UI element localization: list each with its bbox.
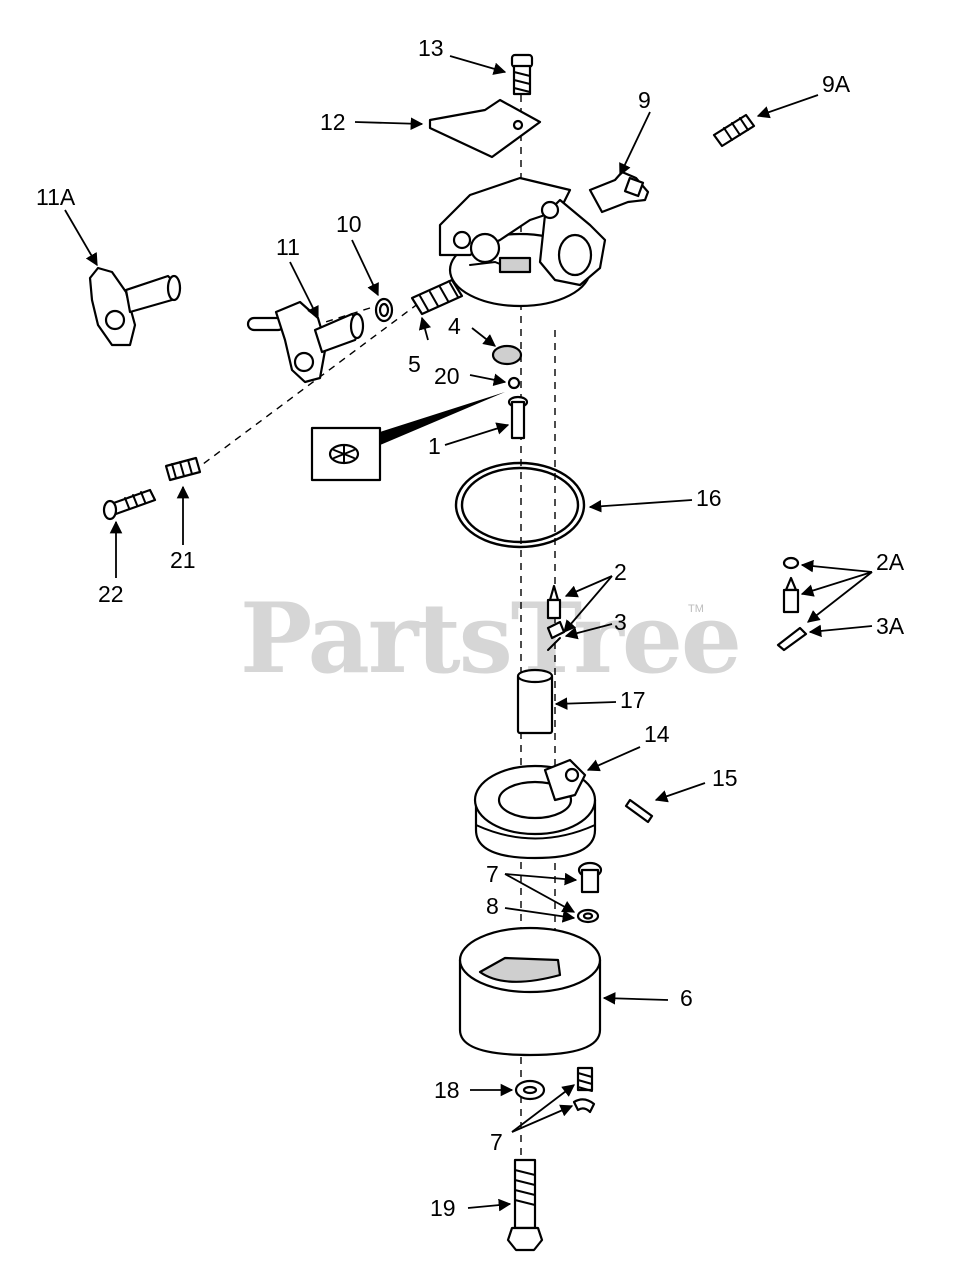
part-11-throttle-lever	[246, 300, 365, 384]
part-17-tube	[516, 668, 554, 735]
callout-2: 2	[614, 559, 627, 585]
callout-5: 5	[408, 351, 421, 377]
callout-12: 12	[320, 109, 346, 135]
callout-16: 16	[696, 485, 722, 511]
callout-3: 3	[614, 609, 627, 635]
part-10-washer	[374, 297, 394, 323]
carburetor-body	[438, 176, 607, 308]
part-11a-throttle-lever	[88, 266, 182, 347]
callout-13: 13	[418, 35, 444, 61]
callout-9: 9	[638, 87, 651, 113]
callout-7-lower: 7	[490, 1129, 503, 1155]
part-9a-fitting	[712, 113, 756, 148]
part-20-washer	[507, 376, 521, 390]
part-9-elbow	[588, 170, 650, 214]
part-14-float	[473, 758, 597, 860]
callout-6: 6	[680, 985, 693, 1011]
callout-15: 15	[712, 765, 738, 791]
callout-7-upper: 7	[486, 861, 499, 887]
part-19-bolt	[506, 1158, 544, 1252]
callout-3a: 3A	[876, 613, 905, 639]
callout-18: 18	[434, 1077, 460, 1103]
callout-8: 8	[486, 893, 499, 919]
callout-21: 21	[170, 547, 196, 573]
part-21-spring	[164, 456, 202, 482]
part-12-plate	[428, 98, 542, 159]
part-2-needle	[546, 584, 562, 620]
inset-screen-detail	[310, 392, 505, 482]
part-6-float-bowl	[458, 926, 602, 1057]
callout-11: 11	[276, 234, 300, 260]
callout-9a: 9A	[822, 71, 851, 97]
callout-11a: 11A	[36, 184, 76, 210]
part-18-washer	[514, 1079, 546, 1101]
part-16-gasket-ring	[454, 461, 586, 549]
watermark: PartsTree TM	[240, 582, 742, 695]
part-3a-clip	[776, 626, 808, 652]
leader-lines	[64, 55, 873, 1212]
part-2a-needle	[782, 556, 800, 614]
part-7-spring-clip	[572, 1066, 596, 1114]
callout-2a: 2A	[876, 549, 905, 575]
part-1-pin	[507, 395, 529, 440]
callout-4: 4	[448, 313, 461, 339]
callout-labels: 13 12 9 9A 11A 11 10 4 5 20 1 16 22 21 2…	[36, 35, 905, 1221]
watermark-trademark: TM	[688, 603, 704, 615]
callout-20: 20	[434, 363, 460, 389]
callout-17: 17	[620, 687, 646, 713]
callout-1: 1	[428, 433, 441, 459]
callout-22: 22	[98, 581, 124, 607]
watermark-text: PartsTree	[240, 582, 740, 695]
part-22-idle-screw	[102, 488, 157, 521]
part-5-spring	[410, 278, 464, 316]
callout-10: 10	[336, 211, 362, 237]
callout-14: 14	[644, 721, 670, 747]
part-13-screw	[510, 53, 534, 96]
part-8-washer	[576, 908, 600, 924]
callout-19: 19	[430, 1195, 456, 1221]
part-4-disc	[491, 344, 523, 366]
part-15-pin	[624, 798, 654, 824]
part-7-screw	[577, 861, 603, 894]
